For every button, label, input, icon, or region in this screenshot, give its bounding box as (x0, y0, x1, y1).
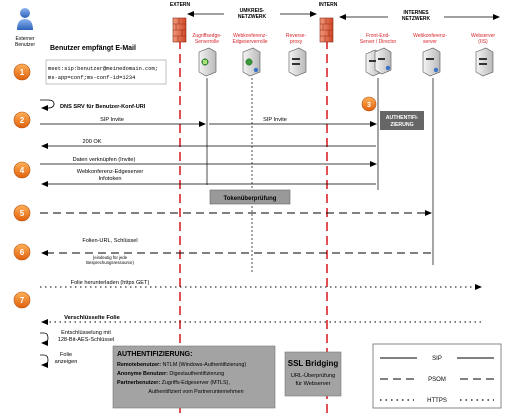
actor-webconf-server-label-1: Webkonferenz- (413, 33, 447, 39)
token-check-label: Tokenüberprüfung (224, 196, 277, 202)
actor-user-label-1: Externer (16, 36, 35, 42)
zone-perimeter-2: NETZWERK (238, 14, 267, 20)
legend-box (372, 343, 502, 409)
frontend-server-icon (365, 47, 392, 77)
zone-internal-2: NETZWERK (402, 16, 431, 22)
show-label-2: anzeigen (55, 359, 78, 365)
meeting-uri-line-1: meet:sip:benutzer@meinedomain.com; (48, 66, 158, 72)
step-1-title: Benutzer empfängt E-Mail (50, 45, 136, 52)
webconf-edge-server-icon (242, 47, 261, 77)
actor-webconf-edge-label-1: Webkonferenz- (233, 33, 267, 39)
legend-sip-label: SIP (432, 356, 442, 362)
user-icon (17, 8, 33, 30)
meeting-uri-line-2: ms-app=conf;ms-conf-id=1234 (48, 75, 135, 81)
authentication-box (380, 111, 424, 130)
slide-url-note-1: (eindeutig für jede (93, 255, 128, 260)
zone-intern: INTERN (319, 2, 338, 8)
svg-text:7: 7 (20, 296, 25, 305)
authentication-box-line-1: AUTHENTIFI- (386, 115, 419, 121)
ssl-bridging-title: SSL Bridging (288, 359, 339, 368)
svg-text:3: 3 (367, 102, 371, 109)
ssl-bridging-panel (284, 351, 342, 397)
ssl-bridging-line-1: URL-Überprüfung (291, 372, 335, 379)
token-check-box (209, 189, 291, 205)
step-6-marker: 6 (13, 243, 31, 261)
firewall-extern-icon (172, 17, 187, 43)
actor-frontend-label-1: Front-End- (366, 33, 390, 39)
ok-200-label: 200 OK (83, 139, 102, 145)
show-label-1: Folie (60, 352, 72, 358)
actor-webconf-edge-label-2: Edgeserverrolle (232, 39, 267, 45)
svg-text:5: 5 (20, 209, 25, 218)
slide-url-label: Folien-URL, Schlüssel (82, 238, 137, 244)
svg-text:1: 1 (20, 68, 25, 77)
meeting-uri-box (45, 59, 167, 85)
step-3-marker: 3 (361, 96, 377, 112)
show-loop (40, 354, 49, 368)
decrypt-label-2: 128-Bit-AES-Schlüssel (58, 337, 115, 343)
lifelines (206, 78, 434, 272)
reverse-proxy-server-icon (288, 47, 307, 77)
encrypted-slide-label: Verschlüsselte Folie (64, 315, 121, 321)
authentication-panel-line-3: Partnerbenutzer: Zugriffs-Edgeserver (MT… (117, 380, 230, 386)
svg-text:4: 4 (20, 166, 25, 175)
step-4-marker: 4 (13, 161, 31, 179)
authentication-panel-line-4: Authentifiziert vom Partnerunternehmen (148, 389, 243, 395)
step-1-marker: 1 (13, 63, 31, 81)
step-5-marker: 5 (13, 204, 31, 222)
download-label: Folie herunterladen (https GET) (71, 280, 150, 286)
dns-srv-loop (40, 99, 55, 111)
authentication-panel (112, 345, 276, 409)
svg-text:2: 2 (20, 116, 25, 125)
data-link-label: Daten verknüpfen (Invite) (73, 157, 136, 163)
actor-access-edge-label-2: Serverrolle (195, 39, 219, 45)
slide-url-note-2: Besprechungsressource) (86, 260, 134, 265)
actor-webconf-server-label-2: server (423, 39, 437, 45)
step-2-marker: 2 (13, 111, 31, 129)
actor-user-label-2: Benutzer (15, 42, 35, 48)
authentication-panel-line-1: Remotebenutzer: NTLM (Windows-Authentifi… (117, 362, 246, 368)
access-edge-server-icon (198, 47, 217, 77)
zone-arrows (187, 11, 500, 20)
decrypt-label-1: Entschlüsselung mit (61, 330, 111, 336)
svg-text:6: 6 (20, 248, 25, 257)
legend-psom-label: PSOM (428, 377, 446, 383)
sip-invite-label-1: SIP Invite (100, 117, 124, 123)
actor-webserver-label-1: Webserver (471, 33, 495, 39)
actor-access-edge-label-1: Zugriffsedge- (192, 33, 222, 39)
webserver-icon (475, 47, 494, 77)
dns-srv-label: DNS SRV für Benutzer-Konf-URI (60, 104, 146, 110)
actor-reverse-proxy-label-2: proxy (290, 39, 303, 45)
firewall-intern-icon (319, 17, 334, 43)
edge-info-label-1: Webkonferenz-Edgeserver (77, 169, 144, 175)
legend-https-label: HTTPS (427, 398, 447, 404)
sip-invite-label-2: SIP Invite (263, 117, 287, 123)
zone-extern: EXTERN (170, 2, 191, 8)
step-7-marker: 7 (13, 291, 31, 309)
edge-info-label-2: Infotoken (98, 176, 121, 182)
actor-frontend-label-2: Server / Director (360, 39, 397, 45)
zone-perimeter-1: UMKREIS- (240, 8, 265, 14)
authentication-panel-line-2: Anonyme Benutzer: Digestauthentifizierun… (117, 371, 224, 377)
zone-internal-1: INTERNES (403, 10, 429, 16)
ssl-bridging-line-2: für Webserver (295, 381, 330, 387)
authentication-box-line-2: ZIERUNG (390, 122, 413, 128)
authentication-panel-title: AUTHENTIFIZIERUNG: (117, 351, 192, 358)
actor-reverse-proxy-label-1: Reverse- (286, 33, 307, 39)
webconf-server-icon (422, 47, 441, 77)
actor-webserver-label-2: (IIS) (478, 39, 488, 45)
decrypt-loop (40, 332, 49, 346)
